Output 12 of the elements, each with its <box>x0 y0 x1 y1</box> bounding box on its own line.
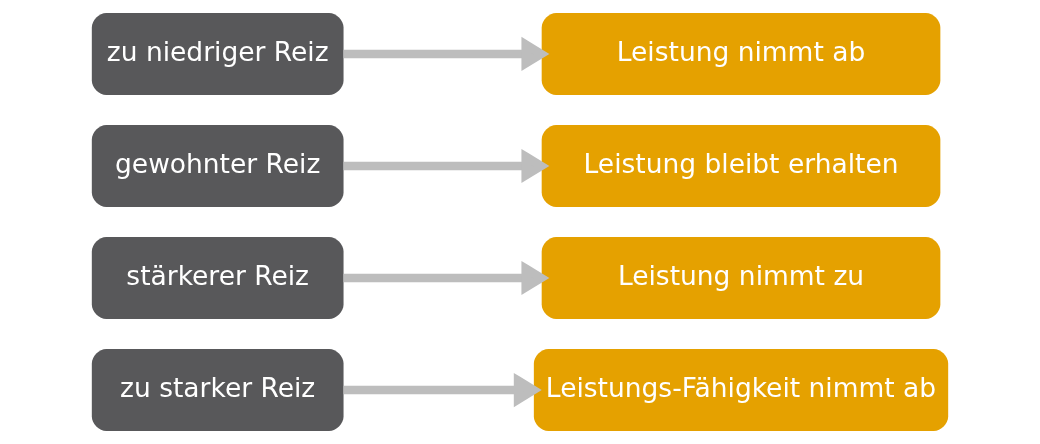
arrow <box>343 36 550 72</box>
arrow <box>343 148 550 184</box>
arrow <box>343 372 542 408</box>
node-box: stärkerer Reiz <box>91 237 344 319</box>
node-box: Leistung bleibt erhalten <box>541 125 941 207</box>
node-box: zu starker Reiz <box>91 349 344 431</box>
arrow <box>343 260 550 296</box>
node-box: gewohnter Reiz <box>91 125 344 207</box>
node-box: Leistung nimmt zu <box>541 237 941 319</box>
node-box: zu niedriger Reiz <box>91 13 344 95</box>
node-box: Leistung nimmt ab <box>541 13 941 95</box>
node-box: Leistungs-Fähigkeit nimmt ab <box>533 349 949 431</box>
